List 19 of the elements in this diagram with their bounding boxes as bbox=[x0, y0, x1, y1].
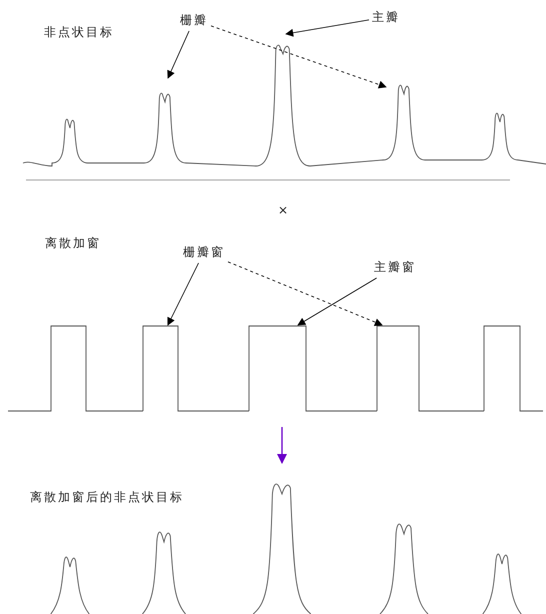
dashed-arrow bbox=[210, 26, 387, 88]
rectangular-window bbox=[142, 326, 250, 412]
section-title: 非点状目标 bbox=[44, 24, 114, 40]
rectangular-window bbox=[8, 326, 144, 412]
lobe-label: 栅瓣 bbox=[180, 12, 208, 28]
rectangular-window bbox=[248, 326, 378, 412]
multiply-sign: × bbox=[278, 202, 290, 218]
lobe-label: 主瓣窗 bbox=[374, 259, 416, 275]
lobe-label: 主瓣 bbox=[372, 9, 400, 25]
rectangular-window bbox=[484, 326, 544, 412]
arrow bbox=[167, 30, 190, 79]
rectangular-window bbox=[376, 326, 484, 412]
section-title: 离散加窗后的非点状目标 bbox=[30, 489, 184, 505]
section-title: 离散加窗 bbox=[45, 235, 101, 251]
dashed-arrow bbox=[228, 261, 383, 326]
lobe-label: 栅瓣窗 bbox=[183, 244, 225, 260]
arrow bbox=[285, 20, 370, 37]
arrow bbox=[297, 278, 377, 326]
arrow bbox=[167, 262, 199, 326]
